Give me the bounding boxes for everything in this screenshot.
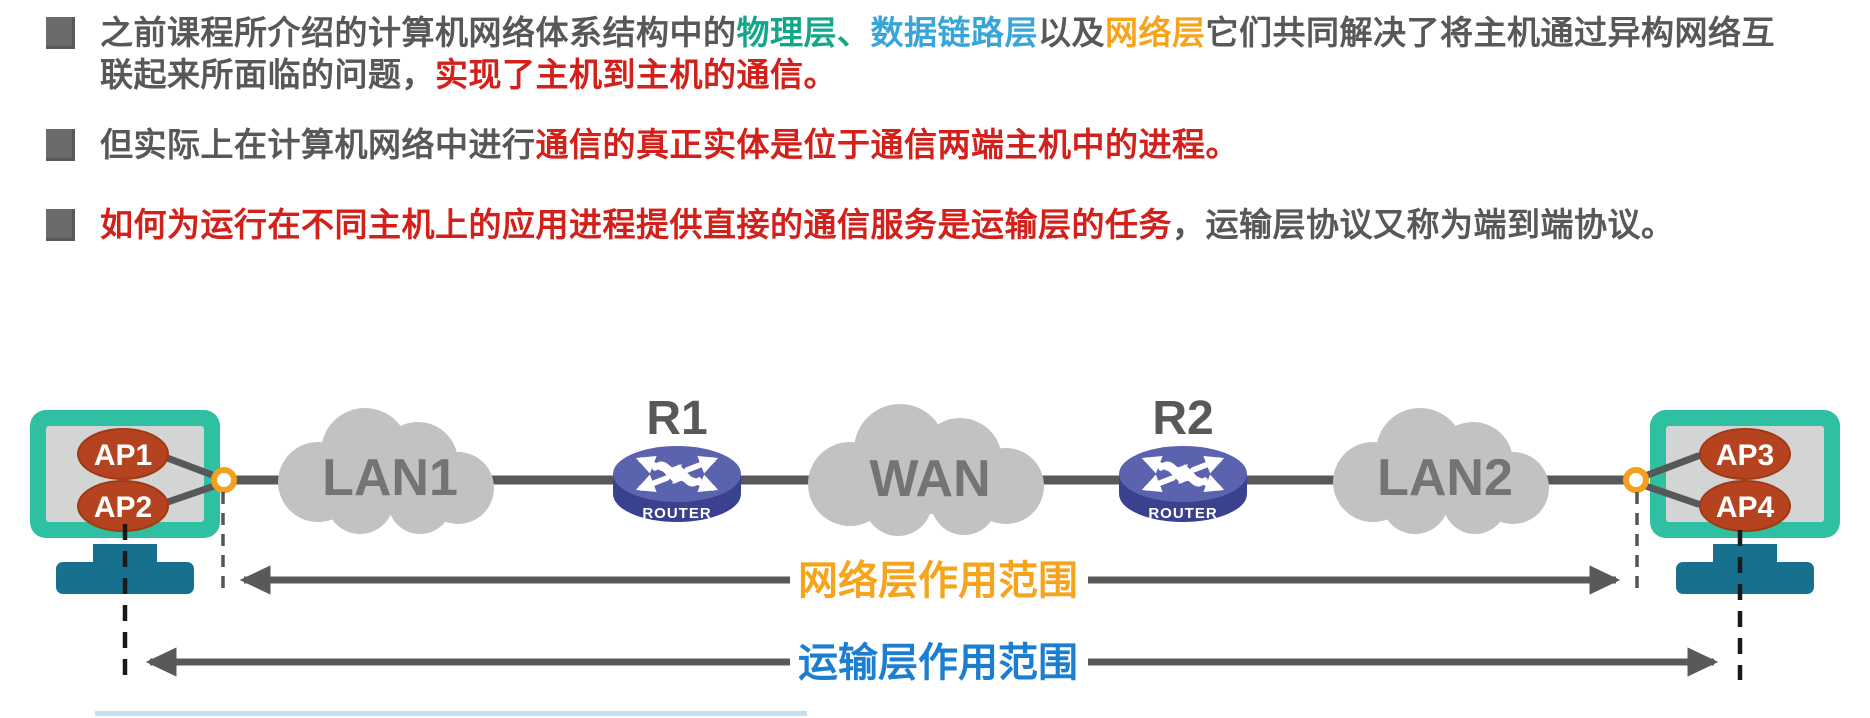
text-segment: 它们共同解决了将主机通过异构网络互联起来所面临的问题，	[100, 14, 1775, 93]
app-process-ap1	[77, 428, 169, 480]
port-ring-right	[1623, 467, 1649, 493]
host-left: AP1 AP2	[30, 410, 237, 594]
monitor-stand-base	[1676, 562, 1814, 594]
slide-text-block: 之前课程所介绍的计算机网络体系结构中的物理层、数据链路层以及网络层它们共同解决了…	[46, 12, 1846, 246]
text-segment-physical-layer: 物理层、	[736, 14, 871, 51]
router-r2-label: R2	[1152, 392, 1213, 445]
bullet-item-3: 如何为运行在不同主机上的应用进程提供直接的通信服务是运输层的任务，运输层协议又称…	[46, 204, 1846, 246]
host-right: AP3 AP4	[1623, 410, 1840, 594]
bullet-item-2: 但实际上在计算机网络中进行通信的真正实体是位于通信两端主机中的进程。	[46, 124, 1846, 166]
network-scope-label: 网络层作用范围	[798, 558, 1078, 603]
bullet-item-1: 之前课程所介绍的计算机网络体系结构中的物理层、数据链路层以及网络层它们共同解决了…	[46, 12, 1846, 96]
cloud-lan1: LAN1	[278, 408, 494, 534]
bullet-square-icon	[46, 209, 75, 241]
app-process-ap3	[1699, 428, 1791, 480]
app-process-ap4	[1699, 480, 1791, 532]
router-r2-caption: ROUTER	[1148, 505, 1217, 522]
router-r1-label: R1	[646, 392, 707, 445]
network-diagram: LAN1 WAN LAN2 R1 ROUTER R2	[30, 392, 1840, 716]
router-r2-icon: ROUTER	[1119, 446, 1247, 522]
text-segment-emphasis: 如何为运行在不同主机上的应用进程提供直接的通信服务是运输层的任务	[100, 206, 1172, 243]
cloud-wan: WAN	[808, 404, 1044, 536]
text-segment: 以及	[1038, 14, 1105, 51]
router-r1-caption: ROUTER	[642, 505, 711, 522]
transport-scope-label: 运输层作用范围	[798, 641, 1078, 685]
app-ap1-label: AP1	[94, 439, 152, 472]
bullet-text-3: 如何为运行在不同主机上的应用进程提供直接的通信服务是运输层的任务，运输层协议又称…	[100, 204, 1675, 246]
cloud-lan1-label: LAN1	[322, 449, 458, 507]
text-segment: ，运输层协议又称为端到端协议。	[1172, 206, 1675, 243]
text-segment: 但实际上在计算机网络中进行	[100, 126, 536, 163]
cloud-wan-label: WAN	[869, 450, 990, 508]
port-ring-left	[211, 467, 237, 493]
text-segment-emphasis: 实现了主机到主机的通信。	[435, 56, 837, 93]
app-ap4-label: AP4	[1716, 491, 1775, 524]
cloud-lan2-label: LAN2	[1377, 449, 1513, 507]
bullet-square-icon	[46, 129, 75, 161]
text-segment: 之前课程所介绍的计算机网络体系结构中的	[100, 14, 737, 51]
bullet-square-icon	[46, 17, 75, 49]
text-segment-datalink-layer: 数据链路层	[870, 14, 1038, 51]
bullet-text-1: 之前课程所介绍的计算机网络体系结构中的物理层、数据链路层以及网络层它们共同解决了…	[100, 12, 1800, 96]
text-segment-emphasis: 通信的真正实体是位于通信两端主机中的进程。	[535, 126, 1239, 163]
app-ap2-label: AP2	[94, 491, 152, 524]
bottom-edge-artifact	[95, 711, 807, 716]
text-segment-network-layer: 网络层	[1105, 14, 1206, 51]
router-r1-icon: ROUTER	[613, 446, 741, 522]
app-ap3-label: AP3	[1716, 439, 1774, 472]
bullet-text-2: 但实际上在计算机网络中进行通信的真正实体是位于通信两端主机中的进程。	[100, 124, 1239, 166]
cloud-lan2: LAN2	[1333, 408, 1549, 534]
